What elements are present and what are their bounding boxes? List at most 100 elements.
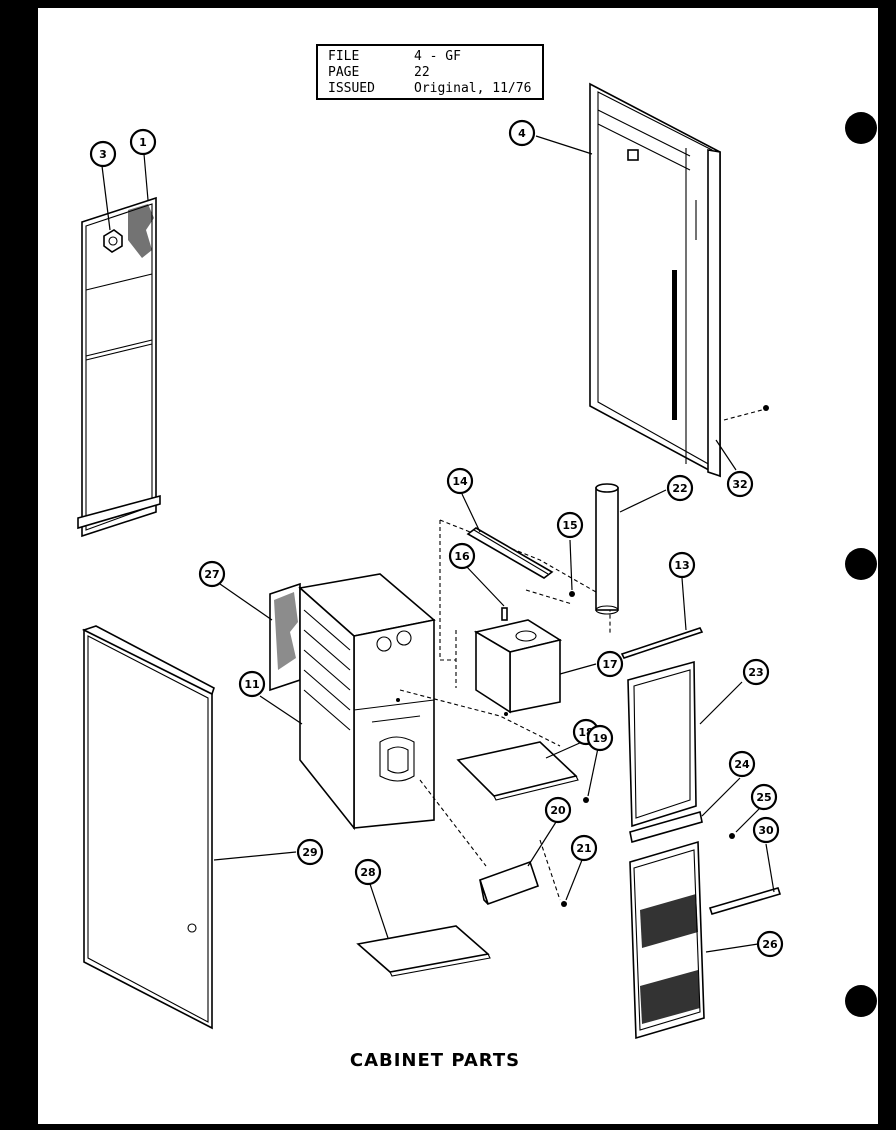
screw-25-part bbox=[729, 833, 735, 839]
upper-front-panel-part bbox=[627, 660, 697, 828]
callout-number: 13 bbox=[674, 559, 689, 572]
tray-part bbox=[456, 741, 579, 801]
louvered-panel-part bbox=[629, 840, 705, 1040]
callout-circle bbox=[296, 838, 324, 866]
door-part bbox=[81, 625, 215, 1030]
callout-26: 26 bbox=[756, 930, 784, 958]
bracket-part bbox=[478, 860, 540, 906]
callout-27: 27 bbox=[198, 560, 226, 588]
stud-part bbox=[501, 607, 508, 621]
callout-circle bbox=[508, 119, 536, 147]
issued-row: ISSUED Original, 11/76 bbox=[328, 81, 542, 97]
binder-hole-middle bbox=[845, 548, 877, 580]
back-panel-part bbox=[589, 82, 721, 478]
callout-circle bbox=[129, 128, 157, 156]
callout-number: 22 bbox=[672, 482, 687, 495]
callout-22: 22 bbox=[666, 474, 694, 502]
nut-part bbox=[103, 229, 123, 253]
file-info-box: FILE 4 - GF PAGE 22 ISSUED Original, 11/… bbox=[316, 44, 544, 100]
insulation-part bbox=[269, 582, 301, 692]
side-panel-part bbox=[77, 196, 161, 538]
callout-circle bbox=[726, 470, 754, 498]
callout-number: 25 bbox=[756, 791, 771, 804]
callout-number: 28 bbox=[360, 866, 375, 879]
assembly-lines bbox=[399, 519, 611, 901]
callout-21: 21 bbox=[570, 834, 598, 862]
callout-circle bbox=[544, 796, 572, 824]
page-label: PAGE bbox=[328, 65, 360, 80]
callout-number: 15 bbox=[562, 519, 577, 532]
callout-20: 20 bbox=[544, 796, 572, 824]
callout-30: 30 bbox=[752, 816, 780, 844]
callout-number: 20 bbox=[550, 804, 566, 817]
callout-number: 19 bbox=[592, 732, 607, 745]
callout-24: 24 bbox=[728, 750, 756, 778]
callout-25: 25 bbox=[750, 783, 778, 811]
callout-circle bbox=[750, 783, 778, 811]
filter-bar-part bbox=[708, 887, 782, 915]
callout-number: 24 bbox=[734, 758, 750, 771]
callout-circle bbox=[752, 816, 780, 844]
callout-circle bbox=[756, 930, 784, 958]
callout-number: 21 bbox=[576, 842, 591, 855]
screw-19-part bbox=[583, 797, 589, 803]
callout-29: 29 bbox=[296, 838, 324, 866]
callout-28: 28 bbox=[354, 858, 382, 886]
callout-16: 16 bbox=[448, 542, 476, 570]
heat-exchanger-part bbox=[298, 573, 436, 831]
callout-circle bbox=[448, 542, 476, 570]
callout-number: 17 bbox=[602, 658, 617, 671]
callout-circle bbox=[728, 750, 756, 778]
callout-4: 4 bbox=[508, 119, 536, 147]
callout-number: 30 bbox=[758, 824, 774, 837]
callout-11: 11 bbox=[238, 670, 266, 698]
screw-21-part bbox=[561, 901, 567, 907]
bar-part bbox=[620, 627, 704, 659]
callout-circle bbox=[89, 140, 117, 168]
callout-circle bbox=[238, 670, 266, 698]
callout-circle bbox=[354, 858, 382, 886]
file-value: 4 - GF bbox=[414, 49, 461, 64]
callout-number: 3 bbox=[99, 148, 107, 161]
page-row: PAGE 22 bbox=[328, 65, 542, 81]
callout-circle bbox=[596, 650, 624, 678]
callout-number: 4 bbox=[518, 127, 526, 140]
callout-14: 14 bbox=[446, 467, 474, 495]
callout-circle bbox=[742, 658, 770, 686]
issued-label: ISSUED bbox=[328, 81, 375, 96]
binder-hole-top bbox=[845, 112, 877, 144]
leader-lines bbox=[101, 135, 775, 953]
callout-circle bbox=[198, 560, 226, 588]
callout-1: 1 bbox=[129, 128, 157, 156]
callout-number: 16 bbox=[454, 550, 470, 563]
callout-number: 32 bbox=[732, 478, 747, 491]
callout-3: 3 bbox=[89, 140, 117, 168]
strip-part bbox=[629, 810, 703, 844]
blower-housing-part bbox=[473, 619, 563, 716]
callout-circle bbox=[556, 511, 584, 539]
callout-number: 23 bbox=[748, 666, 763, 679]
callout-17: 17 bbox=[596, 650, 624, 678]
callout-circle bbox=[668, 551, 696, 579]
callout-number: 1 bbox=[139, 136, 147, 149]
diagram-caption: CABINET PARTS bbox=[349, 1050, 521, 1071]
file-row: FILE 4 - GF bbox=[328, 49, 542, 65]
callout-23: 23 bbox=[742, 658, 770, 686]
callout-19: 19 bbox=[586, 724, 614, 752]
callout-number: 27 bbox=[204, 568, 219, 581]
callout-number: 26 bbox=[762, 938, 778, 951]
screw-part bbox=[723, 405, 769, 421]
issued-value: Original, 11/76 bbox=[414, 81, 532, 96]
callout-number: 29 bbox=[302, 846, 317, 859]
flue-pipe-part bbox=[595, 483, 619, 615]
file-label: FILE bbox=[328, 49, 360, 64]
binder-hole-bottom bbox=[845, 985, 877, 1017]
page-value: 22 bbox=[414, 65, 430, 80]
callout-number: 11 bbox=[244, 678, 259, 691]
rail-part bbox=[466, 527, 554, 579]
callout-circle bbox=[446, 467, 474, 495]
callout-circle bbox=[570, 834, 598, 862]
callout-group: 1341113141516171819202122232425262728293… bbox=[89, 119, 784, 958]
